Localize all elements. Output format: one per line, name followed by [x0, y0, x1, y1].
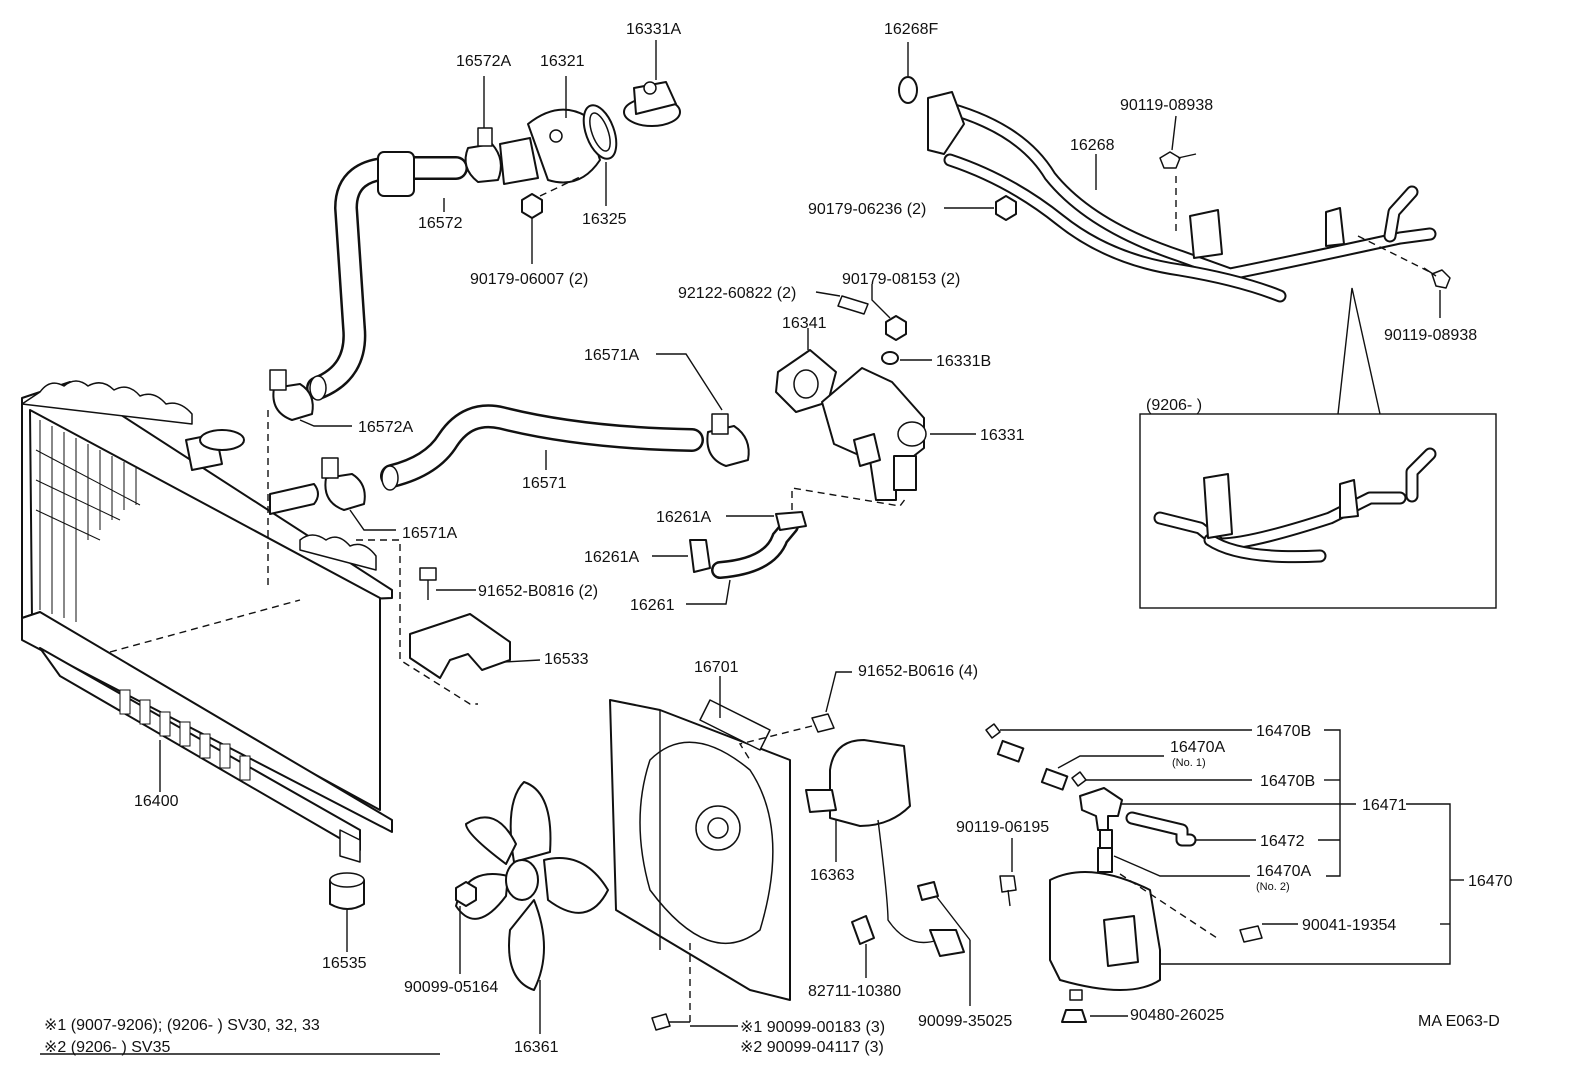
- reservoir-hose: [996, 739, 1025, 763]
- hose-clamp: [464, 127, 502, 183]
- hose-clamp: [985, 723, 1001, 739]
- plug: [881, 351, 899, 365]
- label-16470B-a: 16470B: [1256, 723, 1311, 740]
- label-16321: 16321: [540, 53, 585, 70]
- reservoir-hose: [1125, 811, 1197, 847]
- thermostat: [623, 81, 681, 127]
- inset-frame: [1139, 287, 1497, 609]
- label-16325: 16325: [582, 211, 627, 228]
- label-90179-06236: 90179-06236 (2): [808, 201, 926, 218]
- label-16400: 16400: [134, 793, 179, 810]
- label-90179-06007: 90179-06007 (2): [470, 271, 588, 288]
- reservoir-hose: [1040, 767, 1069, 791]
- label-16470A-a-sub: (No. 1): [1172, 757, 1206, 769]
- connector: [917, 881, 939, 901]
- thermostat-gasket: [582, 104, 618, 160]
- footnote-2: ※2 (9206- ) SV35: [44, 1039, 170, 1056]
- label-16470A-a: 16470A: [1170, 739, 1225, 756]
- label-16572A-mid: 16572A: [358, 419, 413, 436]
- label-16268: 16268: [1070, 137, 1115, 154]
- label-16572: 16572: [418, 215, 463, 232]
- bolt: [999, 875, 1017, 907]
- label-16701: 16701: [694, 659, 739, 676]
- label-16470B-b: 16470B: [1260, 773, 1315, 790]
- hose-clamp: [269, 369, 314, 421]
- label-16535: 16535: [322, 955, 367, 972]
- radiator: [21, 380, 393, 863]
- bolt: [1239, 925, 1263, 943]
- label-90041-19354: 90041-19354: [1302, 917, 1396, 934]
- reservoir-cap: [1061, 1009, 1087, 1023]
- label-90119-08938-a: 90119-08938: [1120, 97, 1213, 114]
- label-90099-05164: 90099-05164: [404, 979, 498, 996]
- label-16470A-b: 16470A: [1256, 863, 1311, 880]
- label-16341: 16341: [782, 315, 827, 332]
- label-16471: 16471: [1362, 797, 1407, 814]
- label-16331: 16331: [980, 427, 1025, 444]
- label-91652-B0616: 91652-B0616 (4): [858, 663, 978, 680]
- label-16571A-top: 16571A: [584, 347, 639, 364]
- footnote-1: ※1 (9007-9206); (9206- ) SV30, 32, 33: [44, 1017, 320, 1034]
- water-bypass-pipe: [927, 91, 1437, 303]
- screw: [811, 713, 835, 733]
- bypass-hose: [711, 517, 799, 579]
- inset-caption: (9206- ): [1146, 397, 1202, 414]
- label-90099-04117: ※2 90099-04117 (3): [740, 1039, 884, 1056]
- label-90480-26025: 90480-26025: [1130, 1007, 1224, 1024]
- label-16470: 16470: [1468, 873, 1513, 890]
- label-16268F: 16268F: [884, 21, 938, 38]
- label-16361: 16361: [514, 1039, 559, 1056]
- hose-clamp: [321, 457, 366, 511]
- bolt: [419, 567, 437, 600]
- nut: [455, 881, 477, 907]
- label-16572A-top: 16572A: [456, 53, 511, 70]
- label-16331A: 16331A: [626, 21, 681, 38]
- label-16571: 16571: [522, 475, 567, 492]
- lower-hose: [380, 404, 704, 491]
- clamp-clip: [851, 915, 875, 945]
- hose-clamp: [706, 413, 750, 467]
- radiator-cushion: [329, 872, 365, 910]
- label-16261A-b: 16261A: [584, 549, 639, 566]
- label-90179-08153: 90179-08153 (2): [842, 271, 960, 288]
- label-91652-B0816: 91652-B0816 (2): [478, 583, 598, 600]
- bolt: [1159, 151, 1197, 169]
- nut: [995, 195, 1017, 221]
- stud-bolt: [837, 295, 869, 315]
- o-ring: [898, 76, 918, 104]
- reservoir-hose: [1099, 829, 1113, 849]
- diagram-code: MA E063-D: [1418, 1013, 1500, 1030]
- water-outlet: [499, 108, 601, 185]
- bolt: [1423, 267, 1451, 289]
- fan-shroud: [609, 699, 791, 1001]
- nut: [885, 315, 907, 341]
- hose-clamp: [689, 539, 711, 573]
- label-16363: 16363: [810, 867, 855, 884]
- label-90099-35025: 90099-35025: [918, 1013, 1012, 1030]
- nut: [521, 193, 543, 219]
- label-90119-06195: 90119-06195: [956, 819, 1049, 836]
- cooling-fan: [455, 781, 609, 991]
- label-16261A-a: 16261A: [656, 509, 711, 526]
- hose-clamp: [775, 511, 807, 531]
- radiator-support-bracket: [409, 613, 511, 679]
- label-16470A-b-sub: (No. 2): [1256, 881, 1290, 893]
- label-16261: 16261: [630, 597, 675, 614]
- water-inlet: [821, 367, 927, 501]
- label-16331B: 16331B: [936, 353, 991, 370]
- label-16472: 16472: [1260, 833, 1305, 850]
- label-82711-10380: 82711-10380: [808, 983, 901, 1000]
- label-16533: 16533: [544, 651, 589, 668]
- label-16571A-low: 16571A: [402, 525, 457, 542]
- hose-clamp: [1071, 771, 1087, 787]
- label-92122-60822: 92122-60822 (2): [678, 285, 796, 302]
- bolt: [651, 1013, 690, 1031]
- reservoir-cap-fitting: [1079, 787, 1123, 831]
- upper-hose: [306, 151, 468, 401]
- reservoir-tank: [1049, 847, 1161, 1001]
- fan-motor: [805, 739, 965, 957]
- label-90119-08938-b: 90119-08938: [1384, 327, 1477, 344]
- label-90099-00183: ※1 90099-00183 (3): [740, 1019, 885, 1036]
